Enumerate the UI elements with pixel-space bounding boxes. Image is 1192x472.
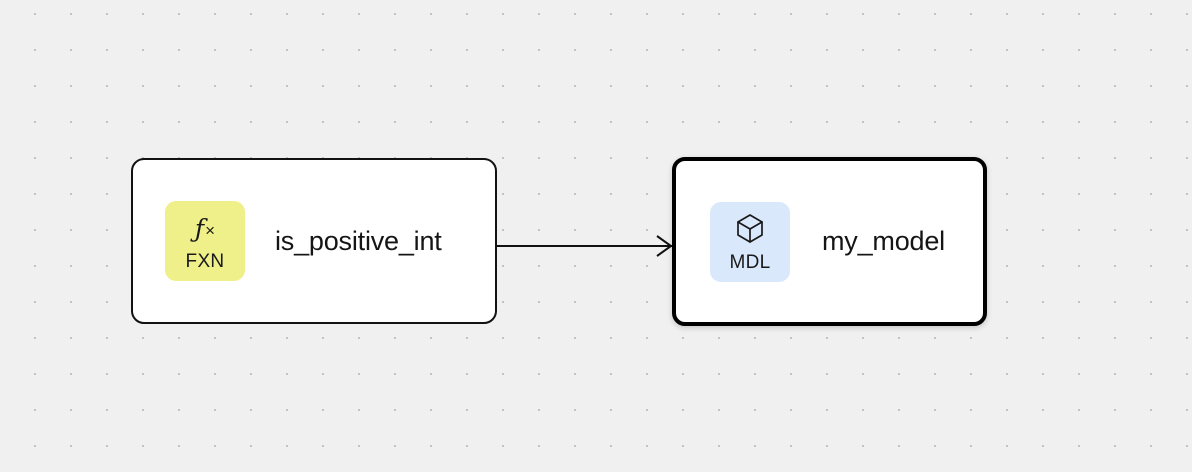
mdl-badge-label: MDL	[729, 251, 771, 273]
fxn-badge-label: FXN	[185, 251, 225, 272]
function-icon-glyph: ƒ	[194, 213, 205, 243]
edge-arrowhead-icon	[656, 235, 673, 257]
cube-icon	[734, 212, 766, 246]
function-icon: ƒ×	[195, 211, 215, 245]
node-title-is-positive-int: is_positive_int	[275, 225, 442, 256]
fxn-badge[interactable]: ƒ× FXN	[165, 201, 245, 281]
edge-fxn-to-mdl[interactable]	[497, 235, 673, 257]
mdl-badge[interactable]: MDL	[710, 201, 790, 282]
node-title-my-model: my_model	[822, 226, 945, 256]
function-icon-times: ×	[205, 220, 216, 240]
node-my-model[interactable]: MDL my_model	[672, 157, 987, 326]
node-is-positive-int[interactable]: ƒ× FXN is_positive_int	[131, 158, 497, 324]
